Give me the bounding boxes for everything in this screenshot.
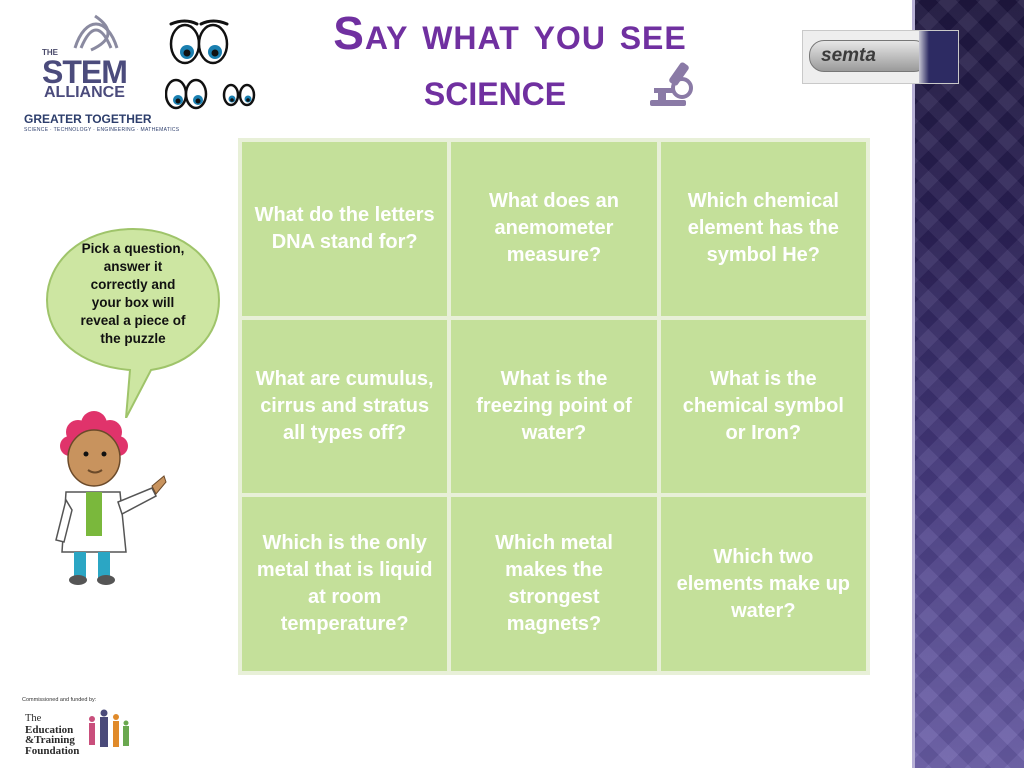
etf-line-4: Foundation [25, 744, 80, 757]
question-grid: What do the letters DNA stand for? What … [238, 138, 870, 675]
title-line-2: science [423, 63, 567, 115]
speech-bubble-text: Pick a question, answer it correctly and… [80, 241, 186, 346]
logo-tagline: GREATER TOGETHER [24, 112, 152, 126]
logo-subjects: SCIENCE · TECHNOLOGY · ENGINEERING · MAT… [24, 127, 180, 133]
question-cell[interactable]: What is the chemical symbol or Iron? [660, 319, 866, 494]
etf-line-1: The [25, 713, 42, 724]
sidebar-edge [912, 0, 915, 768]
logo-stem-text: STEM [42, 54, 128, 90]
sidebar-pattern [912, 0, 1024, 768]
question-cell[interactable]: Which metal makes the strongest magnets? [451, 497, 657, 671]
logo-the-text: THE [42, 48, 58, 57]
semta-logo: semta [802, 30, 959, 84]
etf-line-3: &Training [25, 734, 75, 746]
commissioned-label: Commissioned and funded by: [22, 697, 97, 703]
sidebar-decoration [912, 0, 1024, 768]
semta-pill [809, 40, 929, 72]
question-cell[interactable]: Which is the only metal that is liquid a… [242, 497, 448, 671]
speech-bubble-shape [45, 227, 221, 419]
etf-logo: Commissioned and funded by: The Educatio… [22, 697, 134, 759]
question-cell[interactable]: Which two elements make up water? [660, 497, 866, 671]
question-cell[interactable]: What does an anemometer measure? [451, 142, 657, 316]
etf-line-2: Education [25, 723, 74, 736]
question-cell[interactable]: What do the letters DNA stand for? [242, 142, 448, 316]
question-cell[interactable]: Which chemical element has the symbol He… [660, 142, 866, 316]
logo-alliance-text: ALLIANCE [44, 84, 125, 101]
etf-figures-icon [89, 709, 129, 747]
page-title: Say what you see science [300, 10, 720, 112]
stem-knot-icon [73, 14, 119, 52]
semta-tab-fade [919, 31, 929, 83]
speech-bubble: Pick a question, answer it correctly and… [45, 227, 221, 419]
cartoon-eyes-icon [165, 19, 256, 110]
semta-logo-text: semta [821, 45, 876, 66]
semta-tab [929, 31, 958, 83]
question-cell[interactable]: What is the freezing point of water? [451, 319, 657, 494]
scientist-character [55, 411, 167, 585]
stem-alliance-logo: THE STEM ALLIANCE GREATER TOGETHER SCIEN… [20, 12, 179, 137]
title-line-1: Say what you see [333, 7, 687, 59]
microscope-icon [650, 62, 693, 106]
etf-name: The Education &Training Foundation [25, 713, 80, 757]
question-cell[interactable]: What are cumulus, cirrus and stratus all… [242, 319, 448, 494]
